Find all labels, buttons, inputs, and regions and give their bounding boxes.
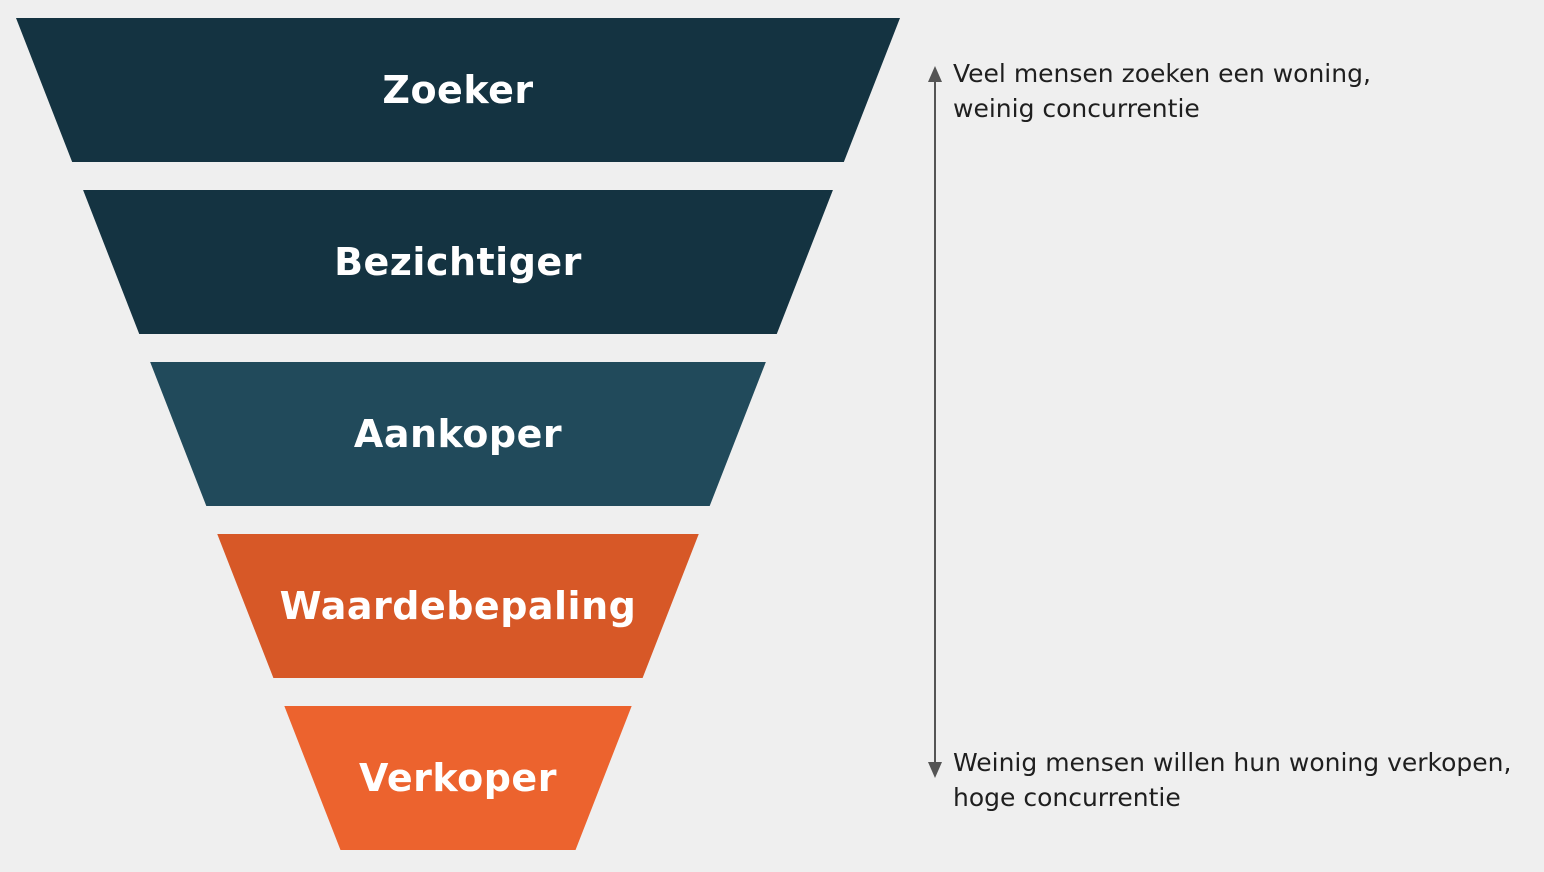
funnel-stage-label: Bezichtiger: [334, 240, 582, 284]
arrow-down-icon: [928, 762, 942, 778]
arrow-up-icon: [928, 66, 942, 82]
funnel-stage-verkoper: [284, 706, 632, 850]
funnel-stage-waardebepaling: [217, 534, 699, 678]
funnel-stage-label: Aankoper: [354, 412, 562, 456]
funnel-stage-zoeker: [16, 18, 900, 162]
annotation-top-line1: Veel mensen zoeken een woning,: [953, 59, 1371, 88]
funnel-stage-bezichtiger: [83, 190, 833, 334]
annotation-top-line2: weinig concurrentie: [953, 94, 1200, 123]
annotation-bottom-line1: Weinig mensen willen hun woning verkopen…: [953, 748, 1512, 777]
annotation-top: Veel mensen zoeken een woning, weinig co…: [953, 56, 1371, 126]
funnel-stage-label: Verkoper: [359, 756, 557, 800]
vertical-axis-arrow: [928, 66, 942, 778]
funnel-stage-label: Zoeker: [382, 68, 533, 112]
annotation-bottom-line2: hoge concurrentie: [953, 783, 1181, 812]
funnel-stages: ZoekerBezichtigerAankoperWaardebepalingV…: [16, 18, 900, 850]
funnel-stage-aankoper: [150, 362, 766, 506]
annotation-bottom: Weinig mensen willen hun woning verkopen…: [953, 745, 1511, 815]
funnel-stage-label: Waardebepaling: [280, 584, 637, 628]
